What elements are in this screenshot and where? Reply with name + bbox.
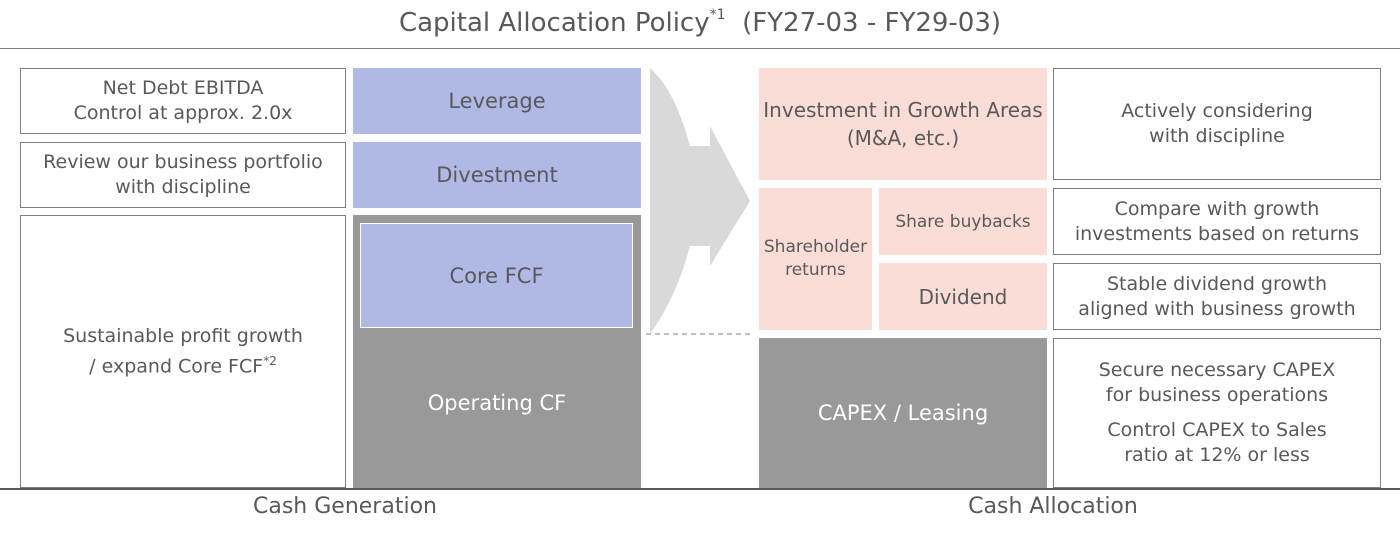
capex-block: CAPEX / Leasing bbox=[759, 338, 1047, 488]
growth-description-line-1: Actively considering bbox=[1121, 100, 1313, 122]
leverage-label: Leverage bbox=[448, 89, 546, 113]
page-title: Capital Allocation Policy*1 (FY27-03 - F… bbox=[0, 7, 1400, 38]
buybacks-description-line-2: investments based on returns bbox=[1074, 222, 1360, 245]
operating-description-line-1: Sustainable profit growth bbox=[63, 324, 303, 347]
leverage-description: Net Debt EBITDA Control at approx. 2.0x bbox=[20, 68, 346, 134]
shareholder-returns-line-2: returns bbox=[785, 260, 846, 280]
capex-description: Secure necessary CAPEX for business oper… bbox=[1053, 338, 1381, 488]
operating-description-text: / expand Core FCF bbox=[89, 355, 264, 378]
growth-description-line-2: with discipline bbox=[1149, 125, 1285, 147]
cash-allocation-label: Cash Allocation bbox=[968, 494, 1138, 519]
cash-generation-label: Cash Generation bbox=[253, 494, 437, 519]
baseline-divider bbox=[0, 488, 1400, 490]
operating-cf-block: Core FCF Operating CF bbox=[353, 215, 641, 488]
capex-description-line-2: for business operations bbox=[1105, 384, 1329, 406]
leverage-block: Leverage bbox=[353, 68, 641, 134]
growth-investment-line-2: (M&A, etc.) bbox=[846, 126, 960, 150]
title-main: Capital Allocation Policy bbox=[398, 8, 710, 38]
capex-label: CAPEX / Leasing bbox=[817, 401, 989, 425]
divestment-description-line-2: with discipline bbox=[115, 176, 251, 198]
core-fcf-block: Core FCF bbox=[360, 223, 633, 328]
dividend-description-line-2: aligned with business growth bbox=[1078, 297, 1356, 320]
buybacks-description: Compare with growth investments based on… bbox=[1053, 188, 1381, 255]
divestment-label: Divestment bbox=[436, 163, 558, 187]
growth-description: Actively considering with discipline bbox=[1053, 68, 1381, 180]
dividend-label: Dividend bbox=[918, 284, 1008, 309]
core-fcf-label: Core FCF bbox=[449, 263, 544, 288]
allocation-arrow-icon bbox=[650, 68, 750, 334]
leverage-description-line-2: Control at approx. 2.0x bbox=[73, 102, 293, 124]
capex-description-line-3: Control CAPEX to Sales bbox=[1107, 419, 1327, 441]
dividend-description-line-1: Stable dividend growth bbox=[1106, 272, 1328, 295]
share-buybacks-label: Share buybacks bbox=[895, 211, 1031, 232]
operating-description-line-2: / expand Core FCF*2 bbox=[89, 349, 277, 379]
operating-cf-label: Operating CF bbox=[427, 391, 567, 415]
title-divider bbox=[0, 48, 1400, 49]
shareholder-returns-line-1: Shareholder bbox=[763, 237, 868, 257]
title-period: (FY27-03 - FY29-03) bbox=[742, 8, 1002, 38]
dashed-separator bbox=[646, 333, 750, 335]
growth-investment-line-1: Investment in Growth Areas bbox=[763, 98, 1043, 122]
capex-description-line-4: ratio at 12% or less bbox=[1124, 444, 1310, 466]
divestment-description-line-1: Review our business portfolio bbox=[43, 151, 323, 173]
title-footnote-mark: *1 bbox=[709, 7, 726, 24]
dividend-description: Stable dividend growth aligned with busi… bbox=[1053, 263, 1381, 330]
capex-description-line-1: Secure necessary CAPEX bbox=[1098, 359, 1336, 381]
share-buybacks-block: Share buybacks bbox=[879, 188, 1047, 255]
leverage-description-line-1: Net Debt EBITDA bbox=[102, 77, 264, 99]
divestment-description: Review our business portfolio with disci… bbox=[20, 142, 346, 208]
operating-description: Sustainable profit growth / expand Core … bbox=[20, 215, 346, 488]
operating-cf-label-wrap: Operating CF bbox=[353, 385, 641, 421]
dividend-block: Dividend bbox=[879, 263, 1047, 330]
divestment-block: Divestment bbox=[353, 142, 641, 208]
shareholder-returns-block: Shareholder returns bbox=[759, 188, 872, 330]
operating-footnote-mark: *2 bbox=[263, 353, 277, 368]
buybacks-description-line-1: Compare with growth bbox=[1114, 197, 1320, 220]
growth-investment-block: Investment in Growth Areas (M&A, etc.) bbox=[759, 68, 1047, 180]
